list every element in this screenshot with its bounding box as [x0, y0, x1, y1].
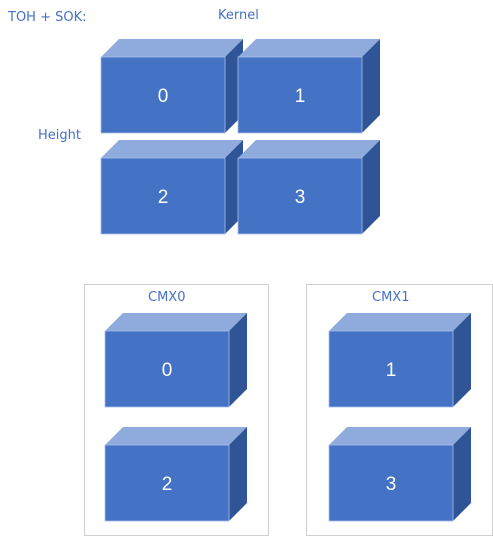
cmx0-block-0-top-face	[105, 313, 247, 331]
cmx1-block-3-label: 3	[386, 474, 397, 495]
cmx1-block-3-front-face	[328, 444, 454, 522]
tensor-block-2-label: 2	[158, 187, 169, 208]
cmx1-label: CMX1	[372, 290, 410, 305]
tensor-block-1-side-face	[362, 39, 380, 133]
tensor-block-1-front-face	[237, 56, 363, 134]
tensor-block-1-label: 1	[295, 86, 306, 107]
tensor-block-0-label: 0	[158, 86, 169, 107]
tensor-block-2: 2	[100, 140, 243, 235]
cmx0-block-2-top-face	[105, 427, 247, 445]
cmx0-block-2-front-face	[104, 444, 230, 522]
tensor-block-0-top-face	[101, 39, 243, 57]
diagram-title: TOH + SOK:	[8, 10, 87, 25]
tensor-block-3-top-face	[238, 140, 380, 158]
cmx0-label: CMX0	[148, 290, 186, 305]
cmx0-block-0: 0	[104, 313, 247, 408]
height-axis-label: Height	[38, 128, 81, 143]
tensor-block-1: 1	[237, 39, 380, 134]
cmx1-block-1-label: 1	[386, 360, 397, 381]
cmx1-block-3-top-face	[329, 427, 471, 445]
cmx1-block-1-top-face	[329, 313, 471, 331]
cmx0-block-2: 2	[104, 427, 247, 522]
tensor-block-0-front-face	[100, 56, 226, 134]
cmx0-block-2-side-face	[229, 427, 247, 521]
tensor-block-2-top-face	[101, 140, 243, 158]
tensor-block-1-top-face	[238, 39, 380, 57]
cmx0-block-0-front-face	[104, 330, 230, 408]
cmx1-block-3-side-face	[453, 427, 471, 521]
tensor-block-3-front-face	[237, 157, 363, 235]
cmx0-block-0-label: 0	[162, 360, 173, 381]
cmx0-block-0-side-face	[229, 313, 247, 407]
tensor-block-3-label: 3	[295, 187, 306, 208]
cmx1-block-1-front-face	[328, 330, 454, 408]
tensor-block-3-side-face	[362, 140, 380, 234]
cmx0-block-2-label: 2	[162, 474, 173, 495]
tensor-block-0: 0	[100, 39, 243, 134]
tensor-block-3: 3	[237, 140, 380, 235]
tensor-block-2-front-face	[100, 157, 226, 235]
kernel-axis-label: Kernel	[218, 8, 259, 23]
cmx1-block-1: 1	[328, 313, 471, 408]
cmx1-block-1-side-face	[453, 313, 471, 407]
cmx1-block-3: 3	[328, 427, 471, 522]
